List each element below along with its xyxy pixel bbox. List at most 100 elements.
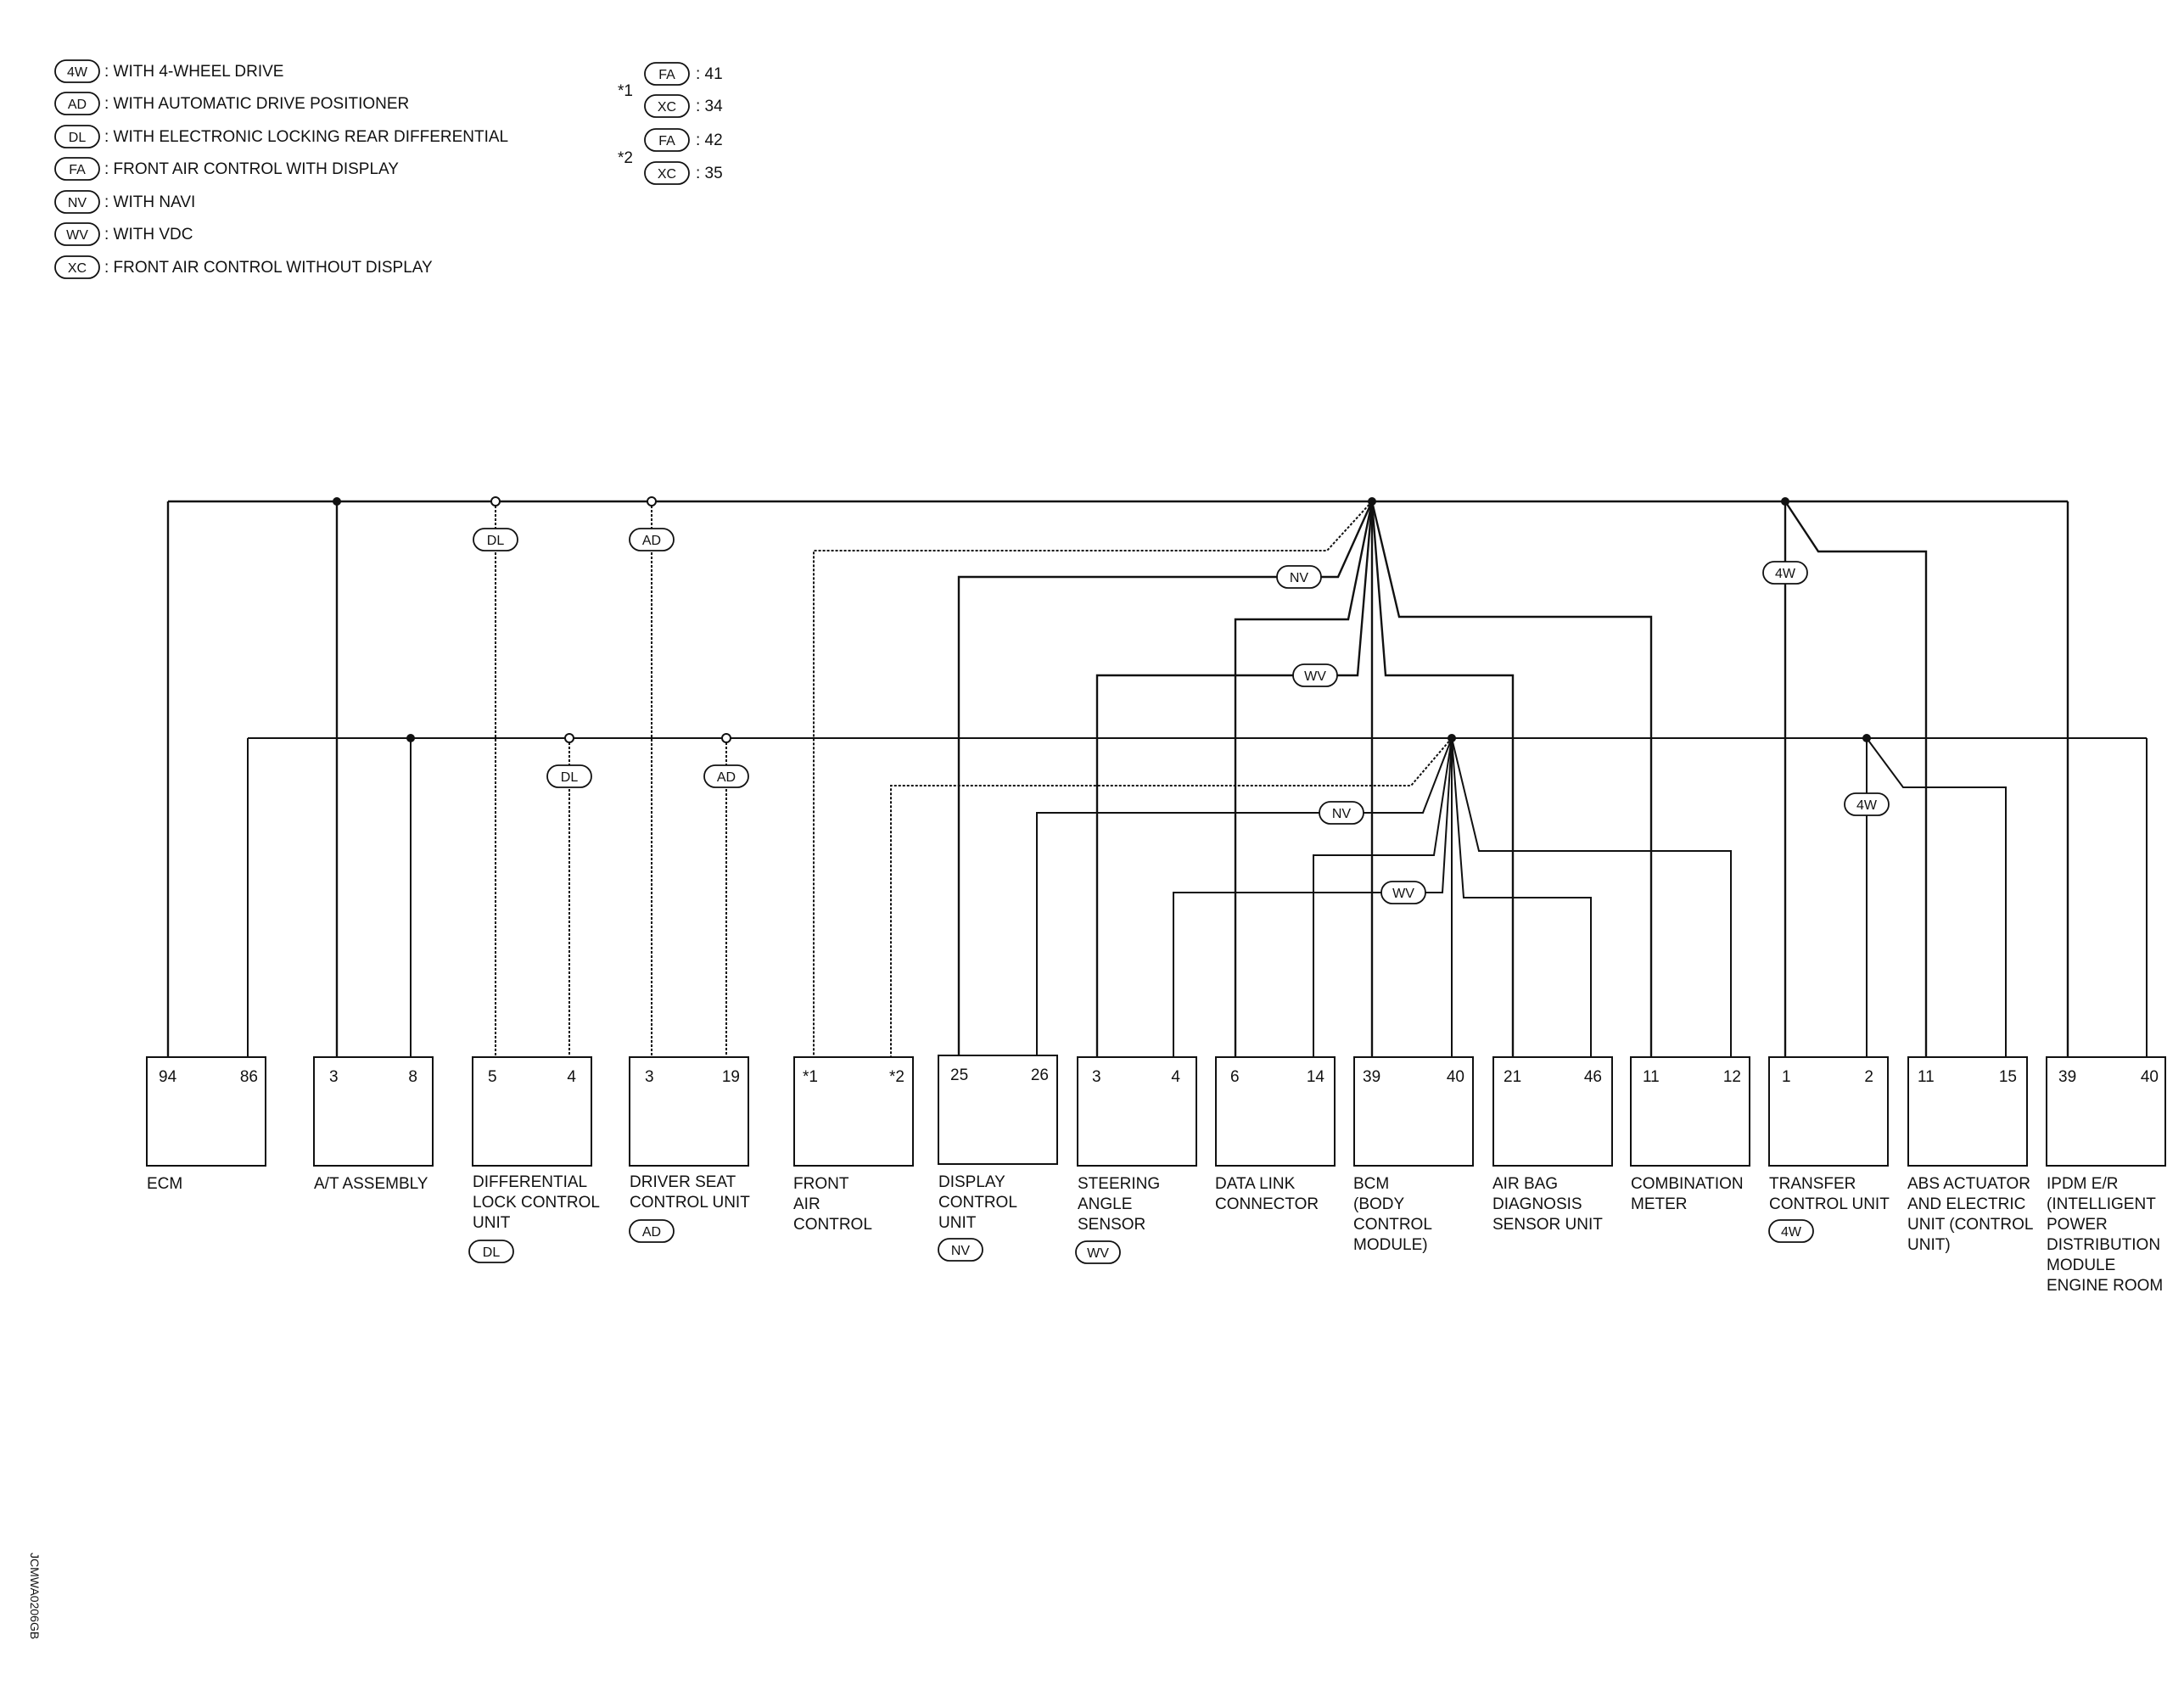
unit-label: ANGLE: [1078, 1195, 1132, 1213]
footnote-code: FA: [658, 134, 675, 148]
unit-label: MODULE: [2047, 1257, 2115, 1274]
unit-label: FRONT: [793, 1175, 849, 1193]
pin-label: 1: [1782, 1068, 1791, 1086]
pin-label: 15: [1999, 1068, 2017, 1086]
legend-text: : WITH ELECTRONIC LOCKING REAR DIFFERENT…: [104, 128, 508, 146]
data-link-connector: 6 14 DATA LINK CONNECTOR: [1215, 1056, 1336, 1213]
ipdm-er: 39 40 IPDM E/R (INTELLIGENT POWER DISTRI…: [2046, 1056, 2166, 1295]
pin-label: 46: [1584, 1068, 1602, 1086]
tag-dl-high-bus: DL: [473, 528, 518, 551]
legend-text: : WITH NAVI: [104, 193, 195, 211]
units: 94 86 ECM 3 8 A/T ASSEMBLY 5 4 DIFFERENT…: [146, 1055, 2166, 1295]
pin-label: 3: [645, 1068, 654, 1086]
differential-lock-control-unit: 5 4 DIFFERENTIAL LOCK CONTROL UNIT DL: [468, 1056, 600, 1263]
tag-code: NV: [1290, 571, 1309, 585]
footnote-mark: *1: [618, 82, 633, 100]
pin-label: 8: [408, 1068, 417, 1086]
pin-label: 11: [1918, 1068, 1935, 1086]
unit-label: UNIT: [473, 1214, 511, 1232]
tag-4w-low-bus: 4W: [1844, 792, 1890, 816]
tag-dl-low-bus: DL: [546, 764, 592, 788]
tag-code: NV: [1332, 807, 1352, 821]
pin-label: 5: [488, 1068, 497, 1086]
unit-label: CONNECTOR: [1215, 1195, 1319, 1213]
footnote-value: : 42: [696, 132, 723, 149]
footnote-1: *1 FA : 41 XC : 34: [618, 62, 723, 118]
pin-label: 39: [1363, 1068, 1380, 1086]
display-control-unit: 25 26 DISPLAY CONTROL UNIT NV: [938, 1055, 1058, 1262]
tag-code: 4W: [1856, 798, 1878, 813]
legend-code: XC: [68, 261, 87, 276]
unit-label: UNIT (CONTROL: [1907, 1216, 2033, 1234]
tag-ad-low-bus: AD: [703, 764, 749, 788]
pin-label: 14: [1307, 1068, 1325, 1086]
footnote-code: FA: [658, 68, 675, 82]
unit-label: METER: [1631, 1195, 1688, 1213]
legend-item: NV : WITH NAVI: [54, 190, 195, 214]
legend-code: DL: [69, 131, 87, 145]
bcm: 39 40 BCM (BODY CONTROL MODULE): [1353, 1056, 1474, 1254]
pin-label: 40: [1447, 1068, 1464, 1086]
tag-code: AD: [717, 770, 736, 785]
unit-label: UNIT): [1907, 1236, 1951, 1254]
pin-label: *2: [889, 1068, 904, 1086]
pin-label: 94: [159, 1068, 177, 1086]
tag-code: 4W: [1775, 567, 1796, 581]
legend-text: : WITH 4-WHEEL DRIVE: [104, 63, 283, 81]
tag-ad-high-bus: AD: [629, 528, 675, 551]
figure-code: JCMWA0206GB: [28, 1553, 42, 1639]
pin-label: *1: [803, 1068, 818, 1086]
pin-label: 26: [1031, 1066, 1049, 1084]
unit-label: DISTRIBUTION: [2047, 1236, 2160, 1254]
unit-label: POWER: [2047, 1216, 2108, 1234]
pin-label: 25: [950, 1066, 968, 1084]
unit-label: LOCK CONTROL: [473, 1194, 600, 1212]
can-low-bus: [247, 733, 2148, 1057]
unit-tag: 4W: [1781, 1225, 1802, 1240]
tag-code: AD: [642, 534, 661, 548]
unit-tag: DL: [483, 1245, 501, 1260]
unit-label: MODULE): [1353, 1236, 1428, 1254]
steering-angle-sensor: 3 4 STEERING ANGLE SENSOR WV: [1075, 1056, 1197, 1264]
tag-code: WV: [1392, 887, 1414, 901]
unit-label: SENSOR: [1078, 1216, 1145, 1234]
legend-item: DL : WITH ELECTRONIC LOCKING REAR DIFFER…: [54, 125, 508, 148]
pin-label: 21: [1504, 1068, 1521, 1086]
pin-label: 86: [240, 1068, 258, 1086]
pin-label: 40: [2141, 1068, 2159, 1086]
can-high-bus: [166, 496, 2069, 1057]
pin-label: 6: [1230, 1068, 1240, 1086]
legend-code: AD: [68, 98, 87, 112]
tag-wv-low-bus: WV: [1380, 881, 1426, 904]
pin-label: 3: [1092, 1068, 1101, 1086]
tag-wv-high-bus: WV: [1292, 663, 1338, 687]
pin-label: 12: [1723, 1068, 1741, 1086]
footnote-value: : 34: [696, 98, 723, 115]
unit-label: CONTROL UNIT: [1769, 1195, 1890, 1213]
transfer-control-unit: 1 2 TRANSFER CONTROL UNIT 4W: [1768, 1056, 1890, 1243]
legend: 4W : WITH 4-WHEEL DRIVE AD : WITH AUTOMA…: [54, 59, 508, 279]
unit-label: CONTROL UNIT: [630, 1194, 750, 1212]
legend-text: : FRONT AIR CONTROL WITHOUT DISPLAY: [104, 259, 433, 277]
legend-text: : WITH AUTOMATIC DRIVE POSITIONER: [104, 95, 409, 113]
pin-label: 11: [1643, 1068, 1660, 1086]
ecm: 94 86 ECM: [146, 1056, 266, 1193]
unit-tag: WV: [1087, 1246, 1109, 1261]
wire-tags: DL AD NV WV 4W DL AD NV WV 4W: [473, 528, 1890, 904]
combination-meter: 11 12 COMBINATION METER: [1630, 1056, 1750, 1213]
unit-label: DATA LINK: [1215, 1175, 1296, 1193]
pin-label: 39: [2058, 1068, 2076, 1086]
unit-label: COMBINATION: [1631, 1175, 1744, 1193]
unit-label: IPDM E/R: [2047, 1175, 2118, 1193]
unit-label: TRANSFER: [1769, 1175, 1856, 1193]
footnote-2: *2 FA : 42 XC : 35: [618, 128, 723, 185]
unit-label: BCM: [1353, 1175, 1389, 1193]
footnote-mark: *2: [618, 149, 633, 167]
unit-label: (INTELLIGENT: [2047, 1195, 2156, 1213]
pin-label: 19: [722, 1068, 740, 1086]
unit-label: DIFFERENTIAL: [473, 1173, 587, 1191]
footnote-code: XC: [658, 100, 676, 115]
driver-seat-control-unit: 3 19 DRIVER SEAT CONTROL UNIT AD: [629, 1056, 750, 1243]
tag-4w-high-bus: 4W: [1762, 561, 1808, 585]
